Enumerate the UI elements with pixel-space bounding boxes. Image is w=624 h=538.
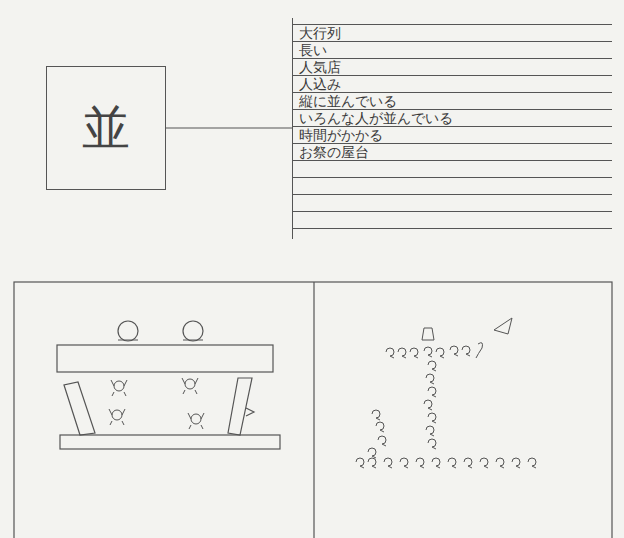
queue-figure xyxy=(386,348,394,358)
queue-figure xyxy=(432,458,440,468)
list-entry: いろんな人が並んでいる xyxy=(293,110,612,127)
empty-rule xyxy=(293,161,612,178)
empty-rule xyxy=(293,212,612,229)
queue-figure xyxy=(428,439,436,449)
stall-drawing xyxy=(57,321,280,449)
queue-figure xyxy=(400,458,408,468)
queue-figure xyxy=(512,458,520,468)
empty-rule xyxy=(293,178,612,195)
queue-figure xyxy=(426,426,434,436)
queue-figure xyxy=(424,400,432,410)
list-entry: 人気店 xyxy=(293,59,612,76)
queue-figure xyxy=(368,448,376,458)
kanji-box: 並 xyxy=(46,66,166,190)
queue-figure xyxy=(462,346,470,356)
list-entry: 縦に並んでいる xyxy=(293,93,612,110)
queue-figure xyxy=(372,410,380,420)
queue-figure xyxy=(428,387,436,397)
queue-figure xyxy=(428,361,436,371)
queue-figure xyxy=(410,348,418,358)
queue-figure xyxy=(464,458,472,468)
drawing-frame xyxy=(14,282,612,538)
queue-figure xyxy=(480,458,488,468)
connector-line xyxy=(166,127,292,128)
answer-list: 大行列長い人気店人込み縦に並んでいるいろんな人が並んでいる時間がかかるお祭の屋台 xyxy=(292,18,612,239)
queue-figure xyxy=(448,458,456,468)
list-entry: 長い xyxy=(293,42,612,59)
list-entry: 時間がかかる xyxy=(293,127,612,144)
panel-divider xyxy=(313,282,314,538)
queue-figure xyxy=(424,347,432,357)
list-entry: 大行列 xyxy=(293,25,612,42)
queue-figure xyxy=(426,374,434,384)
queue-figure xyxy=(416,458,424,468)
queue-figure xyxy=(378,436,386,446)
queue-figure xyxy=(496,458,504,468)
queue-figure xyxy=(356,458,364,468)
queue-drawing xyxy=(356,318,536,468)
queue-figure xyxy=(384,458,392,468)
kanji-character: 並 xyxy=(82,96,130,160)
empty-rule xyxy=(293,195,612,212)
queue-figure xyxy=(450,346,458,356)
queue-figure xyxy=(436,348,444,358)
queue-figure xyxy=(368,458,376,468)
queue-figure xyxy=(428,413,436,423)
queue-figure xyxy=(398,348,406,358)
queue-figure xyxy=(376,422,384,432)
queue-figure xyxy=(528,458,536,468)
list-entry: お祭の屋台 xyxy=(293,144,612,161)
list-entry: 人込み xyxy=(293,76,612,93)
